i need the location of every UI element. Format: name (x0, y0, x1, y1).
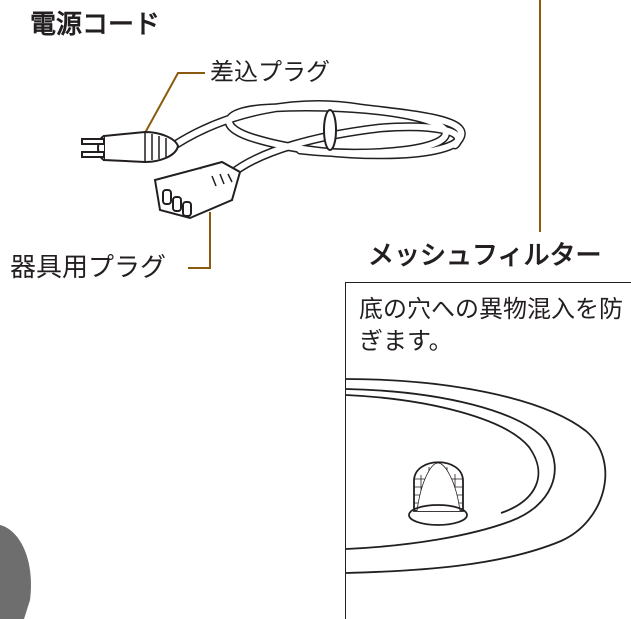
power-cord-title: 電源コード (30, 10, 161, 40)
wall-plug-illustration (81, 130, 180, 164)
background-shape (0, 525, 31, 619)
mesh-filter-dome (408, 461, 468, 526)
leader-lines (139, 0, 541, 269)
pot-bottom-illustration (346, 378, 607, 574)
mesh-filter-note: 底の穴への異物混入を防ぎます。 (359, 295, 623, 355)
power-cord-illustration (170, 100, 466, 180)
mesh-filter-title: メッシュフィルター (368, 241, 602, 271)
appliance-plug-illustration (153, 160, 242, 220)
plug-label: 差込プラグ (210, 58, 330, 86)
leader-appliance-plug (188, 212, 211, 269)
appliance-plug-label: 器具用プラグ (10, 253, 167, 283)
mesh-filter-detail-box: 底の穴への異物混入を防ぎます。 (345, 282, 631, 619)
leader-plug (139, 72, 205, 143)
